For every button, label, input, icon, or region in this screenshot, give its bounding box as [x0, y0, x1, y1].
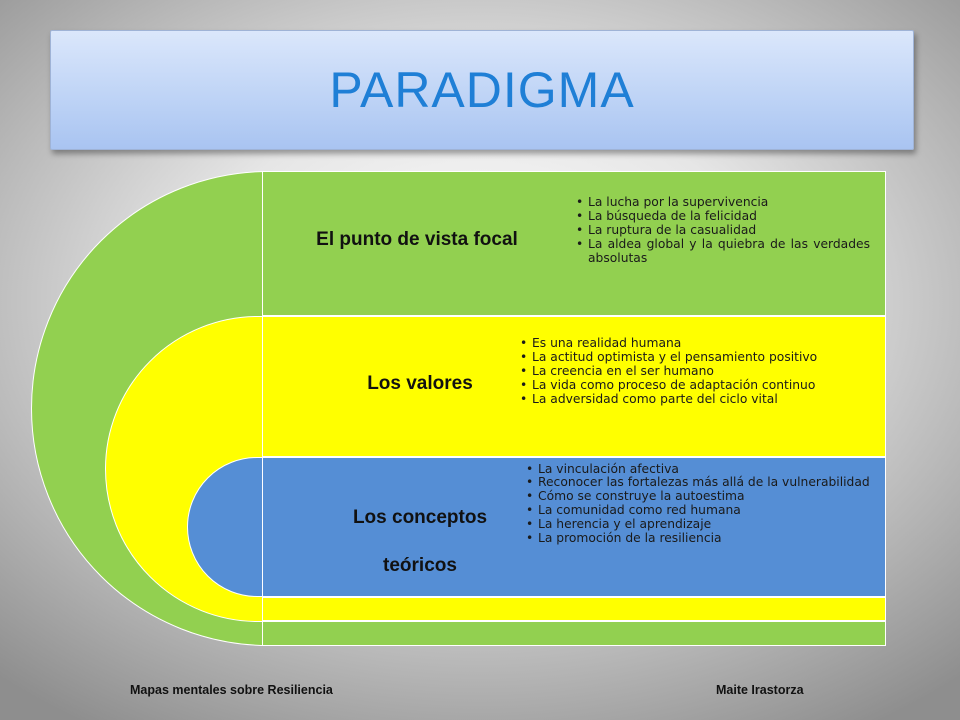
list-item: La vinculación afectiva: [524, 462, 874, 476]
list-item: La búsqueda de la felicidad: [574, 209, 870, 223]
section-label-conceptos-line1: Los conceptos: [352, 507, 488, 528]
list-item: Es una realidad humana: [518, 336, 870, 350]
footer-left-text: Mapas mentales sobre Resiliencia: [130, 683, 333, 697]
list-item: Cómo se construye la autoestima: [524, 489, 874, 503]
list-item: La creencia en el ser humano: [518, 364, 870, 378]
list-item: La promoción de la resiliencia: [524, 531, 874, 545]
strip-green-bottom: [262, 621, 886, 646]
section-label-conceptos-line2: teóricos: [383, 555, 457, 576]
list-item: La comunidad como red humana: [524, 503, 874, 517]
footer-right-text: Maite Irastorza: [716, 683, 804, 697]
list-item: La actitud optimista y el pensamiento po…: [518, 350, 870, 364]
list-item: La lucha por la supervivencia: [574, 195, 870, 209]
section-label-conceptos: Los conceptos teóricos: [320, 494, 520, 590]
title-banner: PARADIGMA: [50, 30, 914, 150]
list-conceptos: La vinculación afectiva Reconocer las fo…: [524, 462, 874, 545]
list-punto-de-vista: La lucha por la supervivencia La búsqued…: [574, 195, 870, 265]
list-item: La ruptura de la casualidad: [574, 223, 870, 237]
list-item: La herencia y el aprendizaje: [524, 517, 874, 531]
section-label-valores: Los valores: [367, 373, 473, 394]
section-label-punto-de-vista: El punto de vista focal: [316, 229, 518, 250]
list-item: La vida como proceso de adaptación conti…: [518, 378, 870, 392]
list-item: Reconocer las fortalezas más allá de la …: [524, 476, 874, 490]
page-title: PARADIGMA: [329, 62, 635, 118]
strip-yellow-bottom: [262, 597, 886, 621]
list-item: La adversidad como parte del ciclo vital: [518, 392, 870, 406]
list-valores: Es una realidad humana La actitud optimi…: [518, 336, 870, 406]
list-item: La aldea global y la quiebra de las verd…: [574, 237, 870, 265]
